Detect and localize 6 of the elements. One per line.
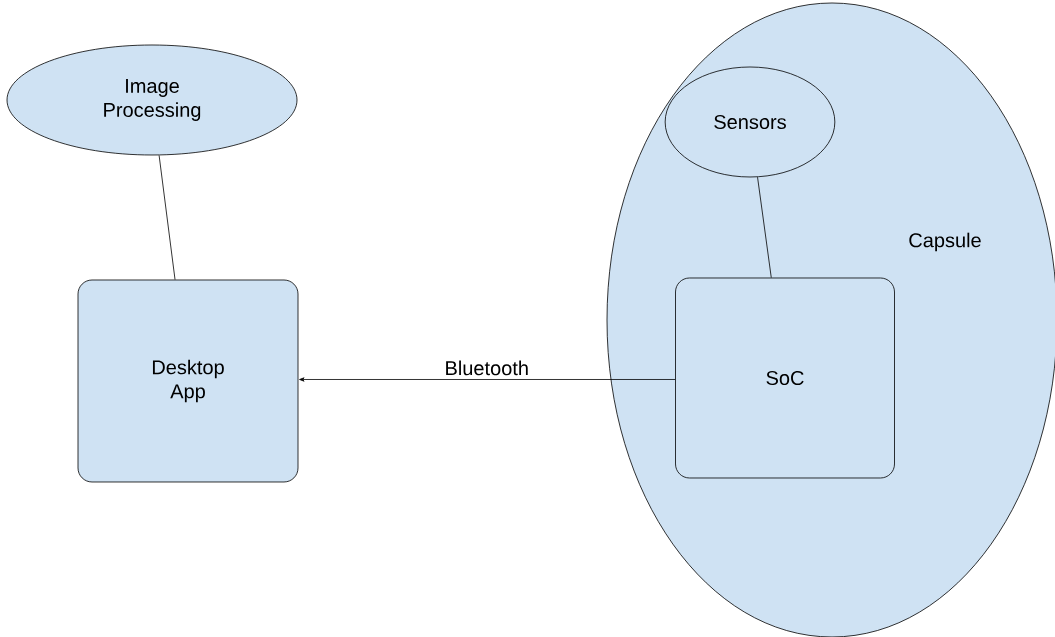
arrow <box>299 377 676 382</box>
ellipse-node: Image Processing <box>6 44 298 156</box>
rounded-box: Desktop App <box>77 279 299 483</box>
rounded-box: SoC <box>675 277 895 479</box>
edge-label: Bluetooth <box>442 358 531 378</box>
ellipse-node: Sensors <box>664 66 836 178</box>
